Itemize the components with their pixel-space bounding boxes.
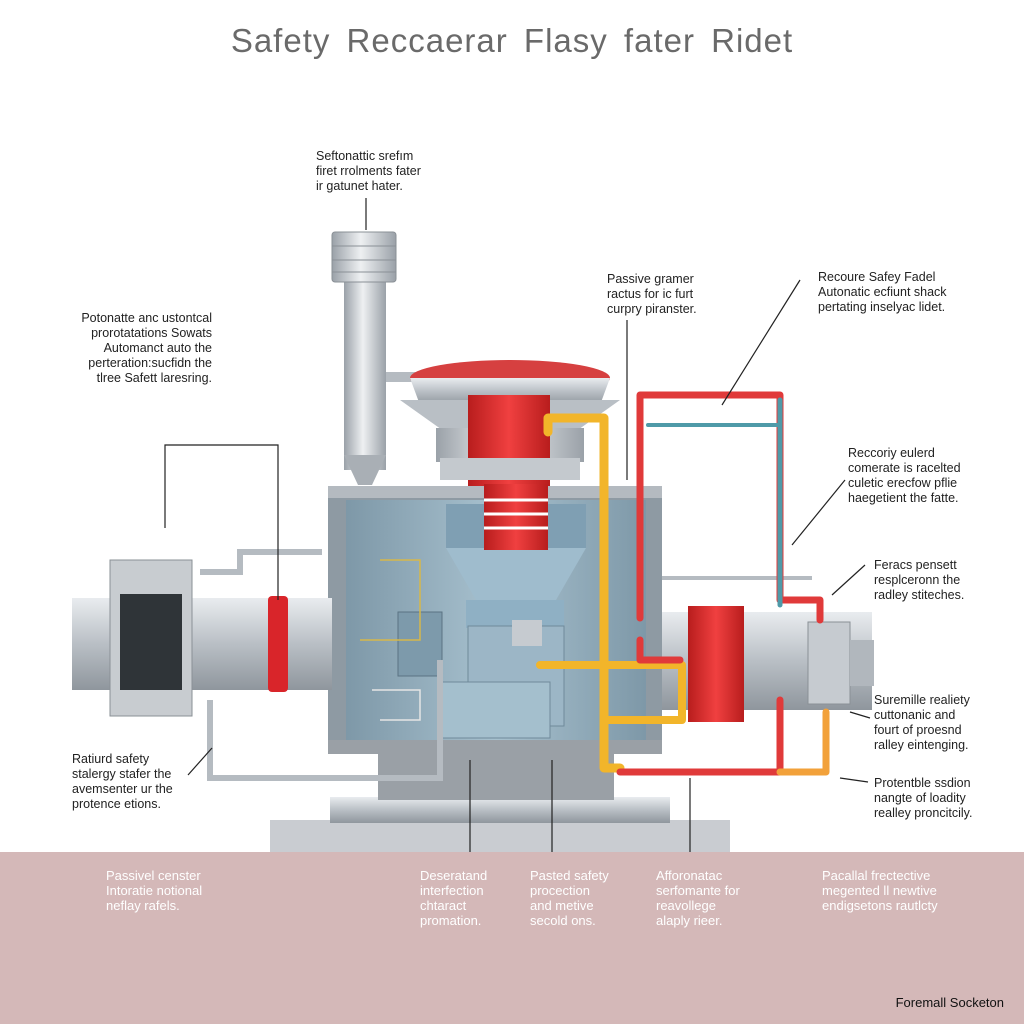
diagram-title: Safety Reccaerar Flasy fater Ridet [230,22,794,59]
left-coolant-pump [72,549,443,781]
base-plinth [270,752,730,854]
vent-stack [331,231,416,485]
leader-lines [164,198,871,858]
label-lower-left: Ratiurd safety stalergy stafer the avems… [72,752,173,811]
footer-credit: Foremall Socketon [895,995,1004,1010]
bottom-label-band [0,852,1024,1024]
label-mid-right: Reccoriy eulerd comerate is racelted cul… [848,446,961,505]
label-top-right: Recoure Safey Fadel Autonatic ecfiunt sh… [818,270,947,314]
label-top-center: Seftonattic srefım firet rrolments fater… [316,149,421,193]
label-upper-left: Potonatte anc ustontcal prorotatations S… [81,311,212,385]
bottom-label-2: Deseratand interfection chtaract promati… [420,868,488,928]
containment-vessel [328,484,662,754]
reactor-dome [400,360,620,505]
pipe-network [536,391,830,776]
bottom-label-3: Pasted safety procection and metive seco… [530,868,609,928]
right-coolant-pump [662,576,874,722]
label-right-4: Protentble ssdion nangte of loadity real… [874,776,973,820]
label-passive-center: Passive gramer ractus for ic furt curpry… [607,272,697,316]
bottom-label-4: Afforonatac serfomante for reavollege al… [656,868,740,928]
label-right-2: Feracs pensett resplceronn the radley st… [874,558,965,602]
label-right-3: Suremille realiety cuttonanic and fourt … [874,693,970,752]
bottom-label-1: Passivel censter Intoratie notional nefl… [106,868,203,913]
bottom-label-5: Pacallal frectective megented ll newtive… [822,868,938,913]
